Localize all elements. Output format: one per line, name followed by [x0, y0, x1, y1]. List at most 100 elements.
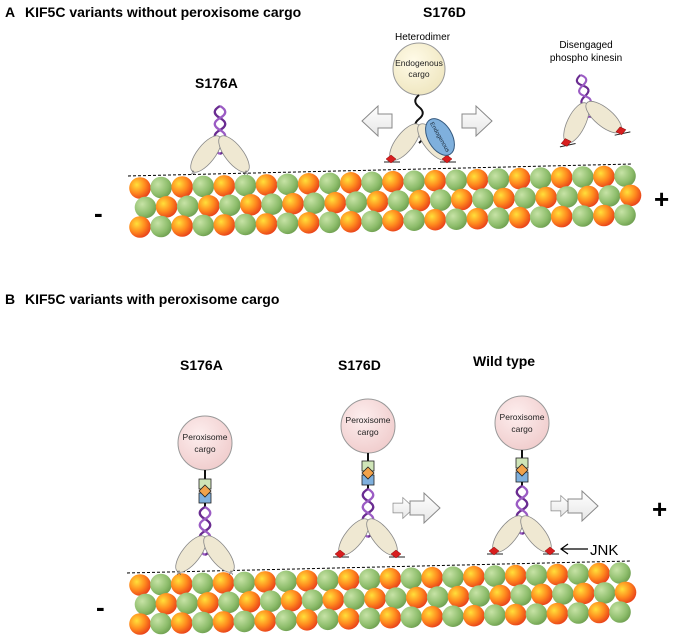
- label-disengaged-2: phospho kinesin: [550, 53, 622, 64]
- tubulin-beta-subunit: [213, 214, 236, 236]
- tubulin-beta-subunit: [129, 177, 151, 199]
- tubulin-beta-subunit: [171, 176, 193, 198]
- tubulin-alpha-subunit: [361, 171, 383, 194]
- tubulin-alpha-subunit: [556, 186, 578, 208]
- tubulin-beta-subunit: [504, 564, 527, 587]
- tubulin-beta-subunit: [614, 581, 637, 604]
- tubulin-alpha-subunit: [259, 590, 282, 612]
- cargo-adaptor: [198, 478, 212, 504]
- panel-a-letter: A: [5, 4, 15, 20]
- tubulin-beta-subunit: [550, 205, 573, 228]
- tubulin-beta-subunit: [588, 601, 610, 624]
- tubulin-alpha-subunit: [275, 609, 297, 632]
- tubulin-alpha-subunit: [345, 191, 368, 213]
- peroxisome-cargo-label-2: cargo: [194, 444, 216, 454]
- tubulin-beta-subunit: [447, 585, 470, 608]
- tubulin-alpha-subunit: [400, 567, 423, 589]
- label-s176a-b: S176A: [180, 357, 223, 373]
- jnk-arrow-head-icon: [559, 543, 569, 555]
- tubulin-beta-subunit: [155, 593, 178, 615]
- peroxisome-cargo: [494, 395, 550, 451]
- tubulin-alpha-subunit: [233, 571, 256, 594]
- label-heterodimer: Heterodimer: [395, 32, 451, 43]
- arrow-left-icon: [361, 105, 393, 137]
- tubulin-beta-subunit: [197, 592, 219, 614]
- tubulin-beta-subunit: [546, 602, 569, 625]
- tubulin-alpha-subunit: [525, 603, 548, 625]
- tubulin-alpha-subunit: [614, 165, 636, 187]
- cargo-adaptor: [361, 460, 375, 486]
- tubulin-beta-subunit: [364, 587, 386, 610]
- tubulin-beta-subunit: [324, 191, 347, 214]
- tubulin-alpha-subunit: [358, 568, 381, 591]
- tubulin-beta-subunit: [424, 208, 447, 231]
- jnk-annotation: JNK: [559, 542, 618, 559]
- tubulin-beta-subunit: [255, 213, 278, 235]
- panel-b-letter: B: [5, 291, 15, 307]
- head-marker-left: A: [191, 171, 195, 177]
- tubulin-beta-subunit: [379, 567, 402, 590]
- label-wild-type: Wild type: [473, 353, 535, 369]
- tubulin-beta-subunit: [255, 174, 278, 196]
- tubulin-alpha-subunit: [192, 214, 215, 237]
- tubulin-beta-subunit: [170, 612, 193, 634]
- tubulin-alpha-subunit: [192, 175, 215, 198]
- tubulin-beta-subunit: [593, 204, 615, 227]
- panel-a-title: KIF5C variants without peroxisome cargo: [25, 4, 301, 20]
- tubulin-beta-subunit: [421, 605, 444, 628]
- tubulin-beta-subunit: [421, 566, 444, 589]
- tubulin-alpha-subunit: [275, 570, 297, 593]
- cargo-adaptor: [515, 457, 529, 483]
- tubulin-beta-subunit: [577, 185, 600, 208]
- tubulin-beta-subunit: [297, 212, 320, 234]
- tubulin-alpha-subunit: [276, 212, 299, 235]
- tubulin-alpha-subunit: [317, 608, 339, 631]
- tubulin-beta-subunit: [340, 172, 362, 194]
- tubulin-beta-subunit: [240, 194, 262, 216]
- tubulin-alpha-subunit: [609, 601, 631, 623]
- tubulin-alpha-subunit: [176, 195, 199, 218]
- tubulin-alpha-subunit: [609, 562, 631, 584]
- tubulin-alpha-subunit: [514, 187, 536, 209]
- tubulin-beta-subunit: [408, 189, 431, 212]
- tubulin-beta-subunit: [493, 187, 515, 210]
- tubulin-alpha-subunit: [343, 588, 366, 610]
- tubulin-beta-subunit: [508, 206, 531, 229]
- tubulin-alpha-subunit: [445, 169, 468, 191]
- tubulin-beta-subunit: [170, 573, 193, 595]
- tubulin-beta-subunit: [489, 584, 512, 607]
- minus-end-b: -: [96, 592, 105, 622]
- tubulin-alpha-subunit: [319, 172, 341, 195]
- tubulin-beta-subunit: [451, 188, 473, 211]
- tubulin-alpha-subunit: [552, 583, 574, 605]
- minus-end-a: -: [94, 198, 103, 228]
- peroxisome-cargo-label-1: Peroxisome: [183, 432, 228, 442]
- endogenous-adaptor: Endogenous: [425, 118, 455, 156]
- tubulin-beta-subunit: [382, 209, 404, 232]
- peroxisome-cargo-label-2: cargo: [357, 427, 379, 437]
- tubulin-alpha-subunit: [385, 587, 407, 609]
- tubulin-alpha-subunit: [529, 167, 552, 189]
- kinesin-disengaged: [546, 72, 631, 149]
- tubulin-alpha-subunit: [484, 604, 506, 626]
- peroxisome-cargo: [340, 398, 396, 454]
- jnk-label: JNK: [590, 542, 618, 559]
- tubulin-alpha-subunit: [234, 213, 257, 236]
- tubulin-alpha-subunit: [472, 188, 494, 210]
- tubulin-beta-subunit: [406, 586, 428, 609]
- tubulin-beta-subunit: [239, 591, 261, 613]
- plus-end-b: +: [652, 494, 667, 524]
- tubulin-alpha-subunit: [510, 584, 532, 606]
- tubulin-alpha-subunit: [487, 207, 510, 229]
- tubulin-beta-subunit: [322, 588, 345, 611]
- tubulin-beta-subunit: [463, 565, 485, 588]
- arrow-right-icon: [461, 105, 493, 137]
- tubulin-beta-subunit: [282, 192, 304, 215]
- tubulin-beta-subunit: [129, 613, 151, 635]
- tubulin-alpha-subunit: [358, 607, 381, 630]
- tubulin-beta-subunit: [296, 609, 318, 631]
- tubulin-alpha-subunit: [572, 205, 594, 227]
- microtubule-a-surface-line: [127, 163, 633, 177]
- tubulin-beta-subunit: [379, 606, 402, 629]
